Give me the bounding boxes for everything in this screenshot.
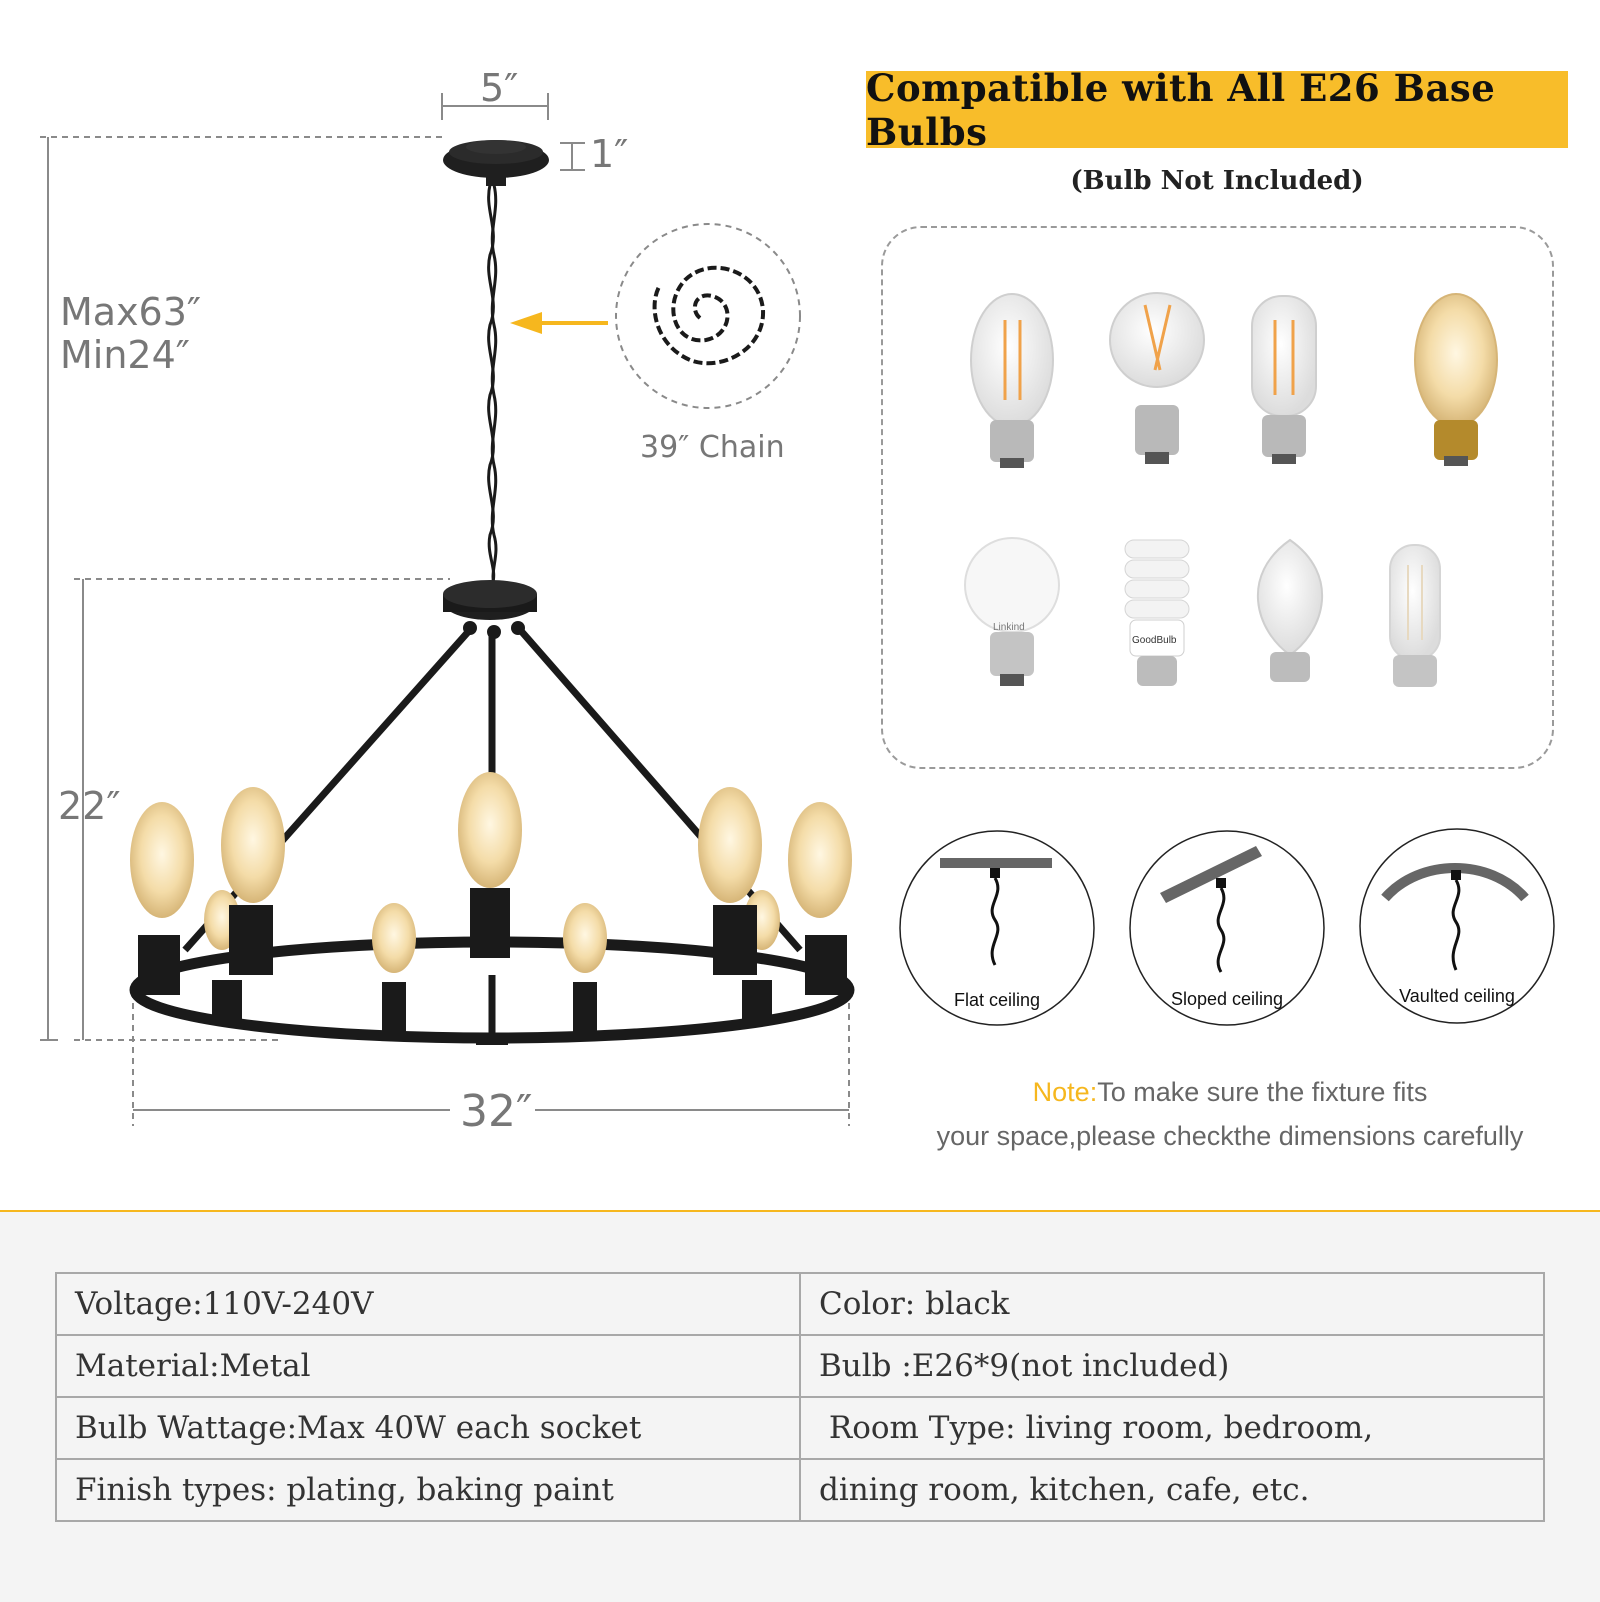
bulb-not-included-note: (Bulb Not Included) [1070, 166, 1364, 196]
bulb-st58-filament [1251, 295, 1317, 464]
spec-table: Voltage:110V-240V Color: black Material:… [55, 1272, 1545, 1522]
bulb-flame-tip [1256, 538, 1324, 682]
hub [443, 580, 537, 639]
canopy-width-label: 5″ [480, 66, 519, 110]
spec-cell: Color: black [799, 1272, 1545, 1336]
spec-cell: Bulb :E26*9(not included) [799, 1334, 1545, 1398]
table-row: Material:Metal Bulb :E26*9(not included) [55, 1334, 1545, 1398]
chain-callout [615, 223, 801, 409]
diameter-label: 32″ [460, 1086, 533, 1137]
bulb-led-a19: Linkind [964, 537, 1060, 686]
chain [487, 184, 498, 586]
table-row: Bulb Wattage:Max 40W each socket Room Ty… [55, 1396, 1545, 1460]
sloped-ceiling-label: Sloped ceiling [1170, 989, 1284, 1009]
bulb-compatibility-box [881, 226, 1554, 769]
fixture-bulbs [130, 772, 852, 1032]
dimension-note: Note:To make sure the fixture fits your … [900, 1070, 1560, 1158]
note-line-2: your space,please checkthe dimensions ca… [936, 1121, 1524, 1151]
flat-ceiling-label: Flat ceiling [953, 990, 1041, 1010]
table-row: Voltage:110V-240V Color: black [55, 1272, 1545, 1336]
vaulted-ceiling-illustration [1359, 828, 1555, 1024]
spec-cell: Material:Metal [55, 1334, 801, 1398]
compatibility-banner: Compatible with All E26 Base Bulbs [866, 66, 1568, 154]
chain-arrow [510, 312, 608, 334]
banner-title: Compatible with All E26 Base Bulbs [866, 65, 1496, 154]
min-height-label: Min24″ [60, 333, 190, 377]
sloped-ceiling-illustration [1129, 830, 1325, 1026]
spec-cell: Bulb Wattage:Max 40W each socket [55, 1396, 801, 1460]
note-text-1: To make sure the fixture fits [1097, 1077, 1428, 1107]
spec-cell: dining room, kitchen, cafe, etc. [799, 1458, 1545, 1522]
canopy-height-label: 1″ [590, 132, 629, 176]
fixture-illustration: Linkind GoodBulb [40, 93, 1555, 1126]
dimension-lines [40, 93, 850, 1126]
bulb-st64-filament [970, 293, 1054, 468]
max-height-label: Max63″ [60, 290, 202, 334]
spec-cell: Finish types: plating, baking paint [55, 1458, 801, 1522]
note-line-1: Note:To make sure the fixture fits [900, 1070, 1560, 1114]
bulb-brand-label: GoodBulb [1132, 635, 1177, 646]
canopy [443, 140, 549, 186]
sample-bulbs: Linkind GoodBulb [964, 292, 1498, 687]
chain-length-label: 39″ Chain [640, 430, 785, 465]
note-prefix: Note: [1032, 1077, 1098, 1107]
table-row: Finish types: plating, baking paint dini… [55, 1458, 1545, 1522]
vaulted-ceiling-label: Vaulted ceiling [1399, 986, 1515, 1006]
spec-cell: Voltage:110V-240V [55, 1272, 801, 1336]
ceiling-types [899, 828, 1555, 1026]
bulb-a19-filament [1109, 292, 1205, 464]
spec-cell: Room Type: living room, bedroom, [799, 1396, 1545, 1460]
bulb-cfl-spiral: GoodBulb [1124, 539, 1190, 686]
flat-ceiling-illustration [899, 830, 1095, 1026]
body-height-label: 22″ [58, 784, 121, 828]
bulb-t10-tube [1389, 544, 1441, 687]
bulb-brand-label: Linkind [993, 622, 1025, 633]
bulb-edison-amber [1414, 293, 1498, 466]
